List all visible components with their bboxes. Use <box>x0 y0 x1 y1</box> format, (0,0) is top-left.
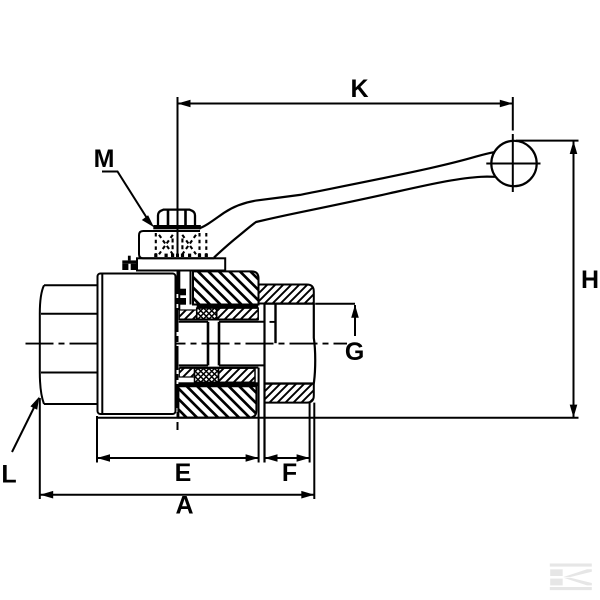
svg-text:E: E <box>175 459 192 487</box>
svg-text:L: L <box>1 461 16 489</box>
svg-text:F: F <box>282 459 297 487</box>
svg-text:H: H <box>581 266 599 294</box>
svg-text:G: G <box>345 338 364 366</box>
svg-text:A: A <box>175 492 193 520</box>
svg-text:K: K <box>350 75 368 103</box>
svg-text:M: M <box>94 145 115 173</box>
